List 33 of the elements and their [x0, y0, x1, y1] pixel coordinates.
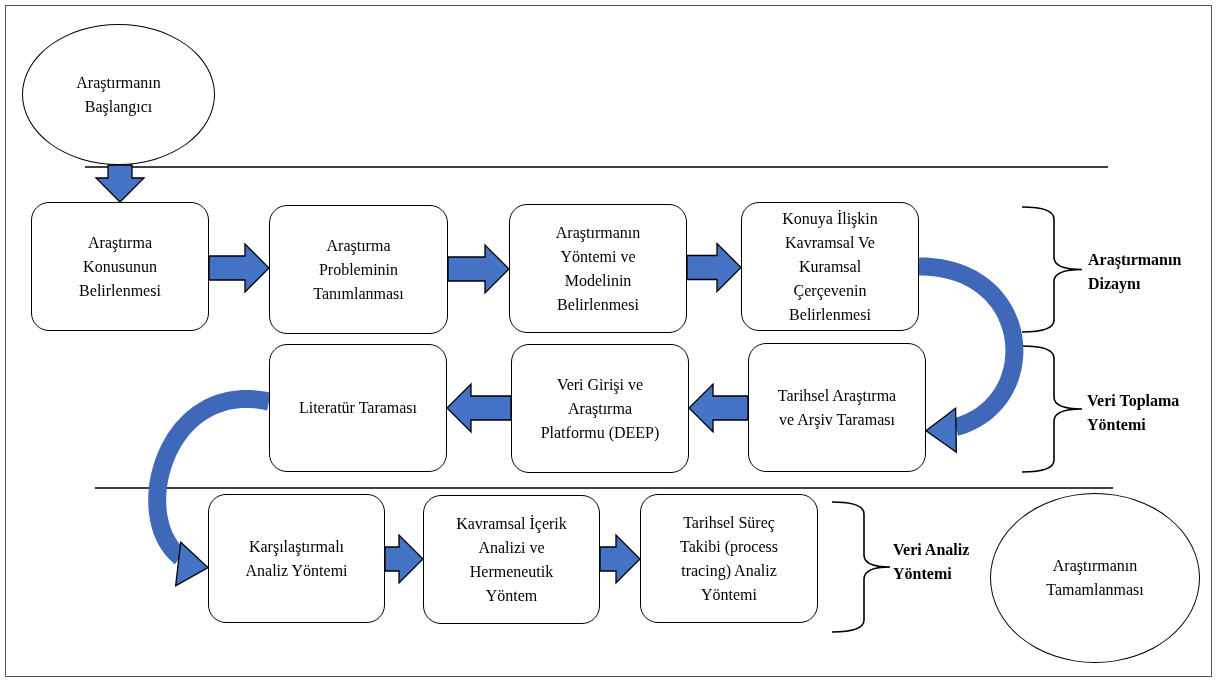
process-box: [269, 205, 448, 334]
process-box: [509, 204, 687, 333]
node-text: Araştırmanın Başlangıcı: [75, 72, 162, 118]
node-text: Literatür Taraması: [298, 398, 418, 418]
block-arrow: [208, 242, 270, 294]
node-text: Kavramsal İçerik Analizi ve Hermeneutik Yöntem: [455, 513, 568, 606]
block-arrow: [446, 382, 512, 434]
node-text: Konuya İlişkin Kavramsal Ve Kuramsal Çerçevenin Belirlenmesi: [781, 208, 879, 325]
process-box: [208, 494, 385, 623]
process-box: [640, 494, 818, 623]
process-box: [741, 202, 919, 331]
process-box: [31, 202, 209, 331]
phase-label: Veri Analiz Yöntemi: [893, 540, 971, 584]
node-text: Tarihsel Süreç Takibi (process tracing) Analiz Yöntemi: [679, 512, 779, 605]
block-arrow: [686, 241, 742, 294]
process-box: [511, 344, 689, 473]
process-box: [269, 344, 447, 472]
node-text: Tarihsel Araştırma ve Arşiv Taraması: [777, 385, 897, 431]
block-arrow: [384, 533, 424, 585]
node-text: Araştırma Konusunun Belirlenmesi: [78, 232, 162, 301]
node-text: Araştırma Probleminin Tanımlanması: [312, 235, 405, 304]
node-text: Araştırmanın Yöntemi ve Modelinin Belirlenmesi: [554, 222, 642, 315]
block-arrow: [94, 164, 146, 203]
node-text: Karşılaştırmalı Analiz Yöntemi: [244, 536, 349, 581]
process-box: [748, 343, 926, 472]
phase-label: Araştırmanın Dizaynı: [1088, 250, 1183, 295]
node-text: Veri Girişi ve Araştırma Platformu (DEEP): [540, 374, 660, 444]
block-arrow: [447, 243, 510, 295]
phase-label: Veri Toplama Yöntemi: [1087, 391, 1181, 435]
block-arrow: [688, 382, 749, 434]
node-text: Araştırmanın Tamamlanması: [1045, 556, 1145, 600]
block-arrow: [599, 533, 641, 585]
process-box: [423, 495, 600, 624]
